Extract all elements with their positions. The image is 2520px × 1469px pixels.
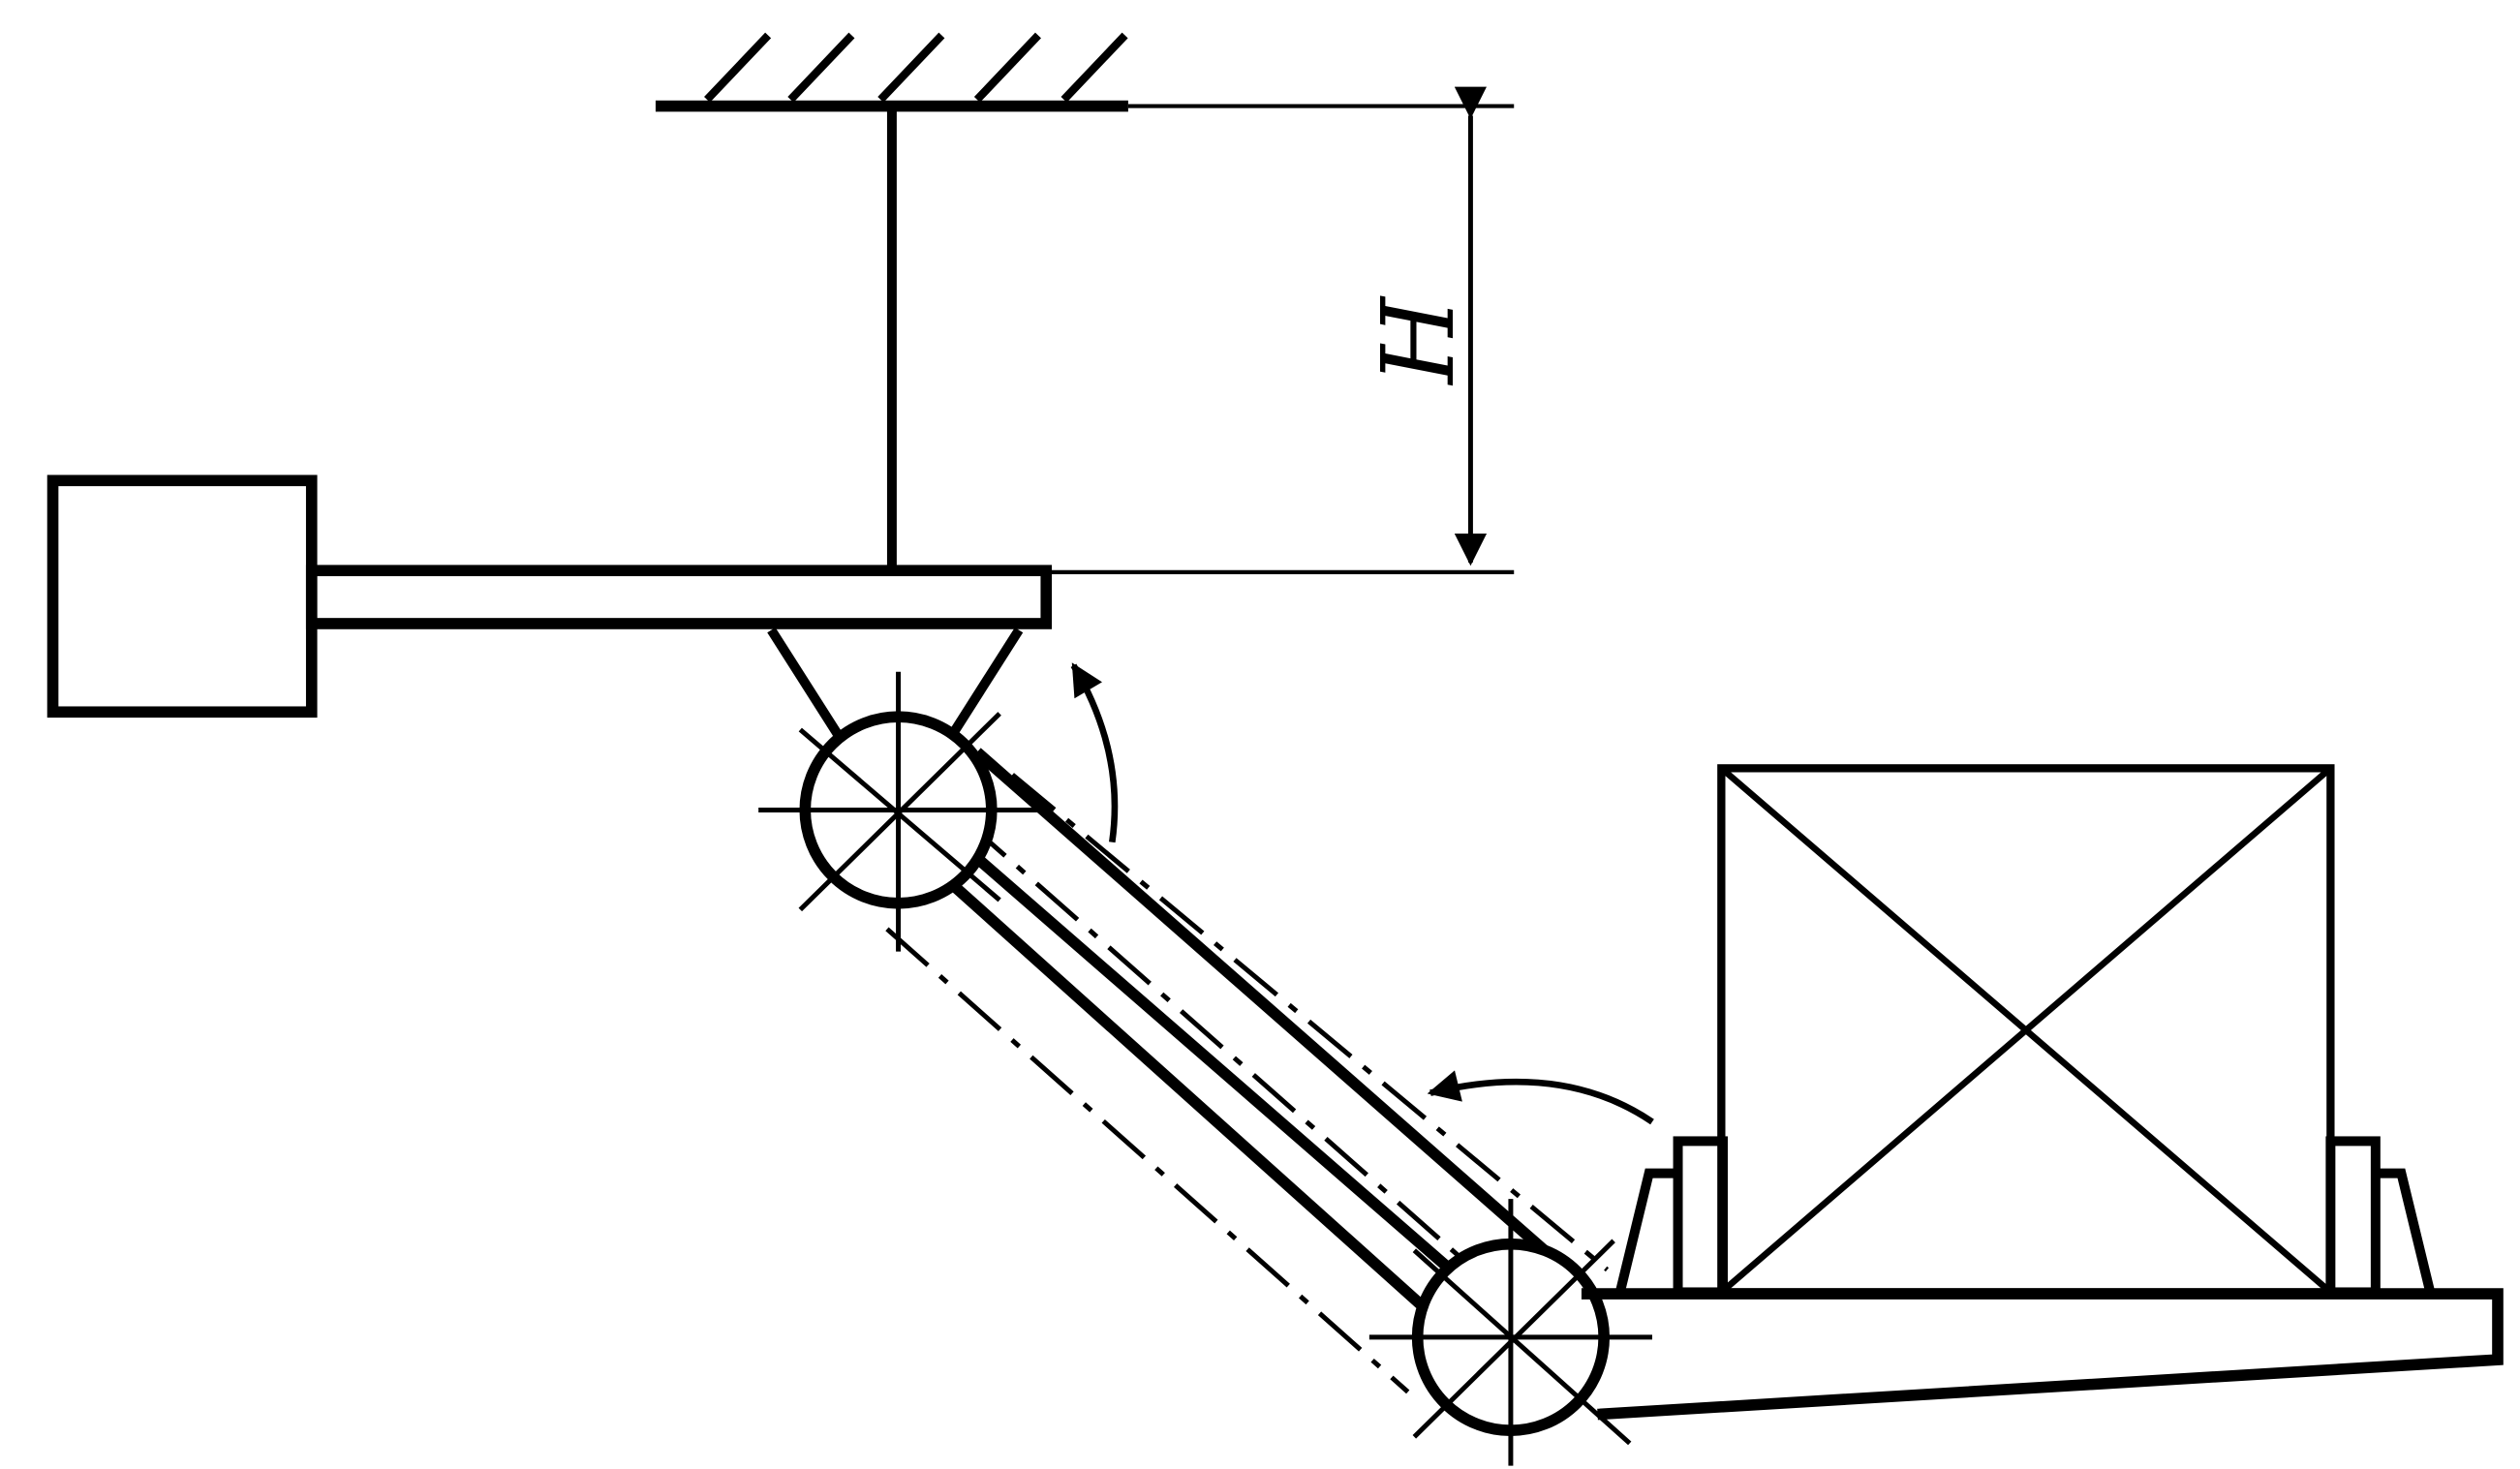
ceiling-support xyxy=(655,32,1128,112)
upper-bracket xyxy=(767,627,1024,739)
dimension-label: H xyxy=(1361,295,1477,386)
left-stop xyxy=(1614,1136,1728,1298)
rotation-arrow-lower xyxy=(1427,1070,1654,1125)
upper-pulley xyxy=(758,671,1038,952)
belt-centerline xyxy=(962,817,1513,1304)
load-box xyxy=(1717,764,2335,1297)
phantom-outline xyxy=(885,773,1610,1394)
upper-pulley-centerlines xyxy=(758,671,1038,952)
dimension-h: H xyxy=(1047,86,1515,574)
lower-pulley-centerlines xyxy=(1368,1199,1652,1466)
horizontal-arm xyxy=(305,565,1053,629)
ceiling-hatching xyxy=(704,32,1128,103)
rotation-arrow-upper xyxy=(1070,662,1119,843)
platform-base xyxy=(1581,1288,2504,1421)
counterweight-box xyxy=(46,474,318,719)
lower-pulley xyxy=(1368,1199,1652,1466)
right-stop xyxy=(2325,1136,2436,1298)
